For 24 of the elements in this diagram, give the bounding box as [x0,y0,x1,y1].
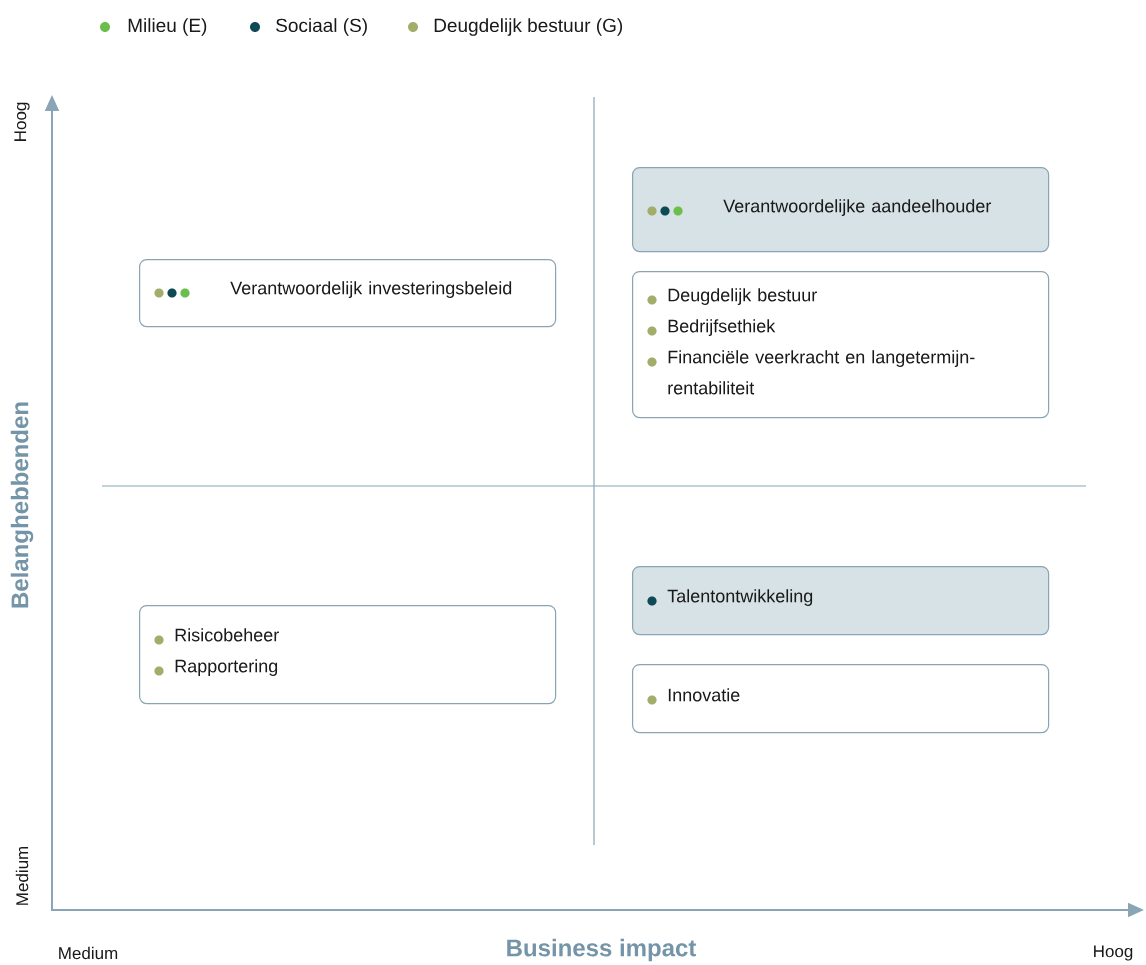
axis-tick-label: Hoog [1094,945,1133,961]
topic-box [139,259,557,328]
axis-title: Business impact [507,938,697,962]
topic-box [632,271,1050,419]
topic-box [139,605,557,705]
legend-label: Milieu (E) [128,18,207,36]
topic-label: Verantwoordelijk investeringsbeleid [230,281,512,298]
legend-label: Deugdelijk bestuur (G) [434,18,623,36]
topic-label: Rapportering [175,659,278,676]
topic-label: Innovatie [668,688,740,702]
topic-label: Deugdelijk bestuur [668,288,817,305]
topic-box [632,167,1050,253]
topic-label: Risicobeheer [175,628,279,642]
legend-label: Sociaal (S) [276,18,367,36]
axis-tick-label: Hoog [14,102,30,141]
axis-tick-label: Medium [59,946,118,960]
topic-label: Bedrijfsethiek [668,319,776,336]
axis-tick-label: Medium [15,846,29,905]
topic-label: Financiële veerkracht en langetermijn-rentabiliteit [668,350,975,395]
topic-label: Talentontwikkeling [667,589,813,606]
topic-box [632,664,1050,734]
topic-box [632,566,1050,636]
axis-title: Belanghebbenden [10,402,34,608]
topic-label: Verantwoordelijke aandeelhouder [723,199,992,216]
